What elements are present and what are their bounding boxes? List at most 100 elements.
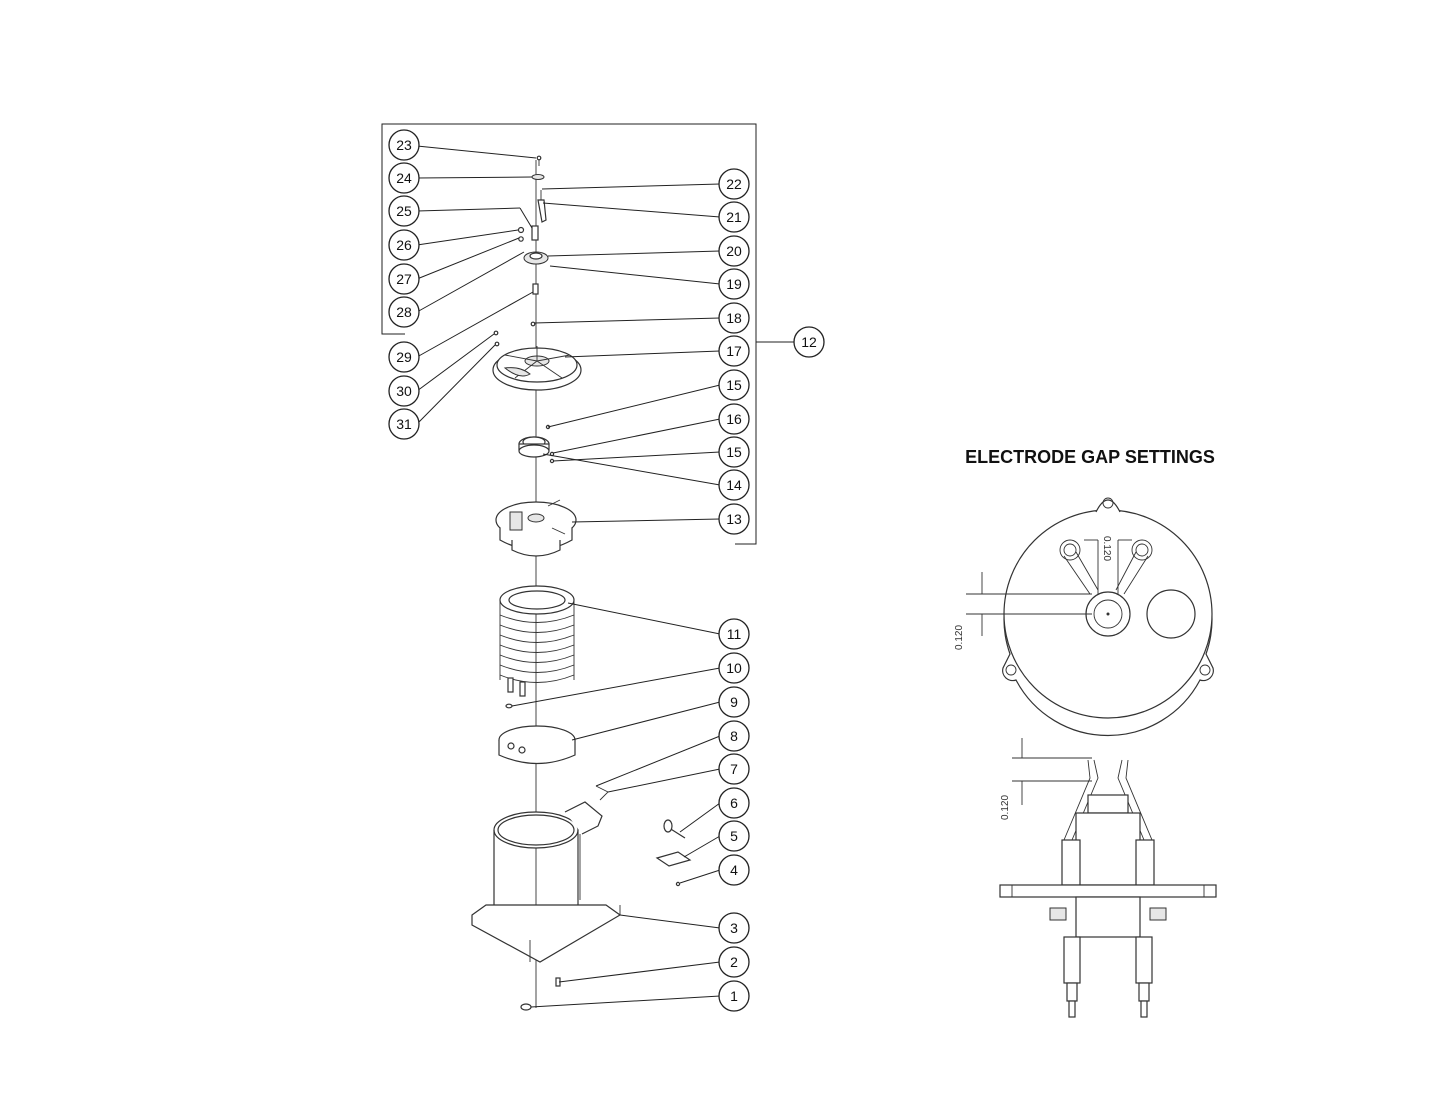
svg-text:3: 3	[730, 920, 738, 936]
callout-19: 19	[718, 268, 750, 300]
electrode-side-view: 0.120	[999, 738, 1217, 1018]
part-6-shaft	[663, 819, 686, 839]
callout-6: 6	[718, 787, 750, 819]
exploded-assembly	[471, 155, 692, 1011]
svg-text:29: 29	[396, 349, 412, 365]
electrode-gap-section: ELECTRODE GAP SETTINGS	[954, 447, 1217, 1018]
callout-12: 12	[793, 326, 825, 358]
svg-text:27: 27	[396, 271, 412, 287]
callout-4: 4	[718, 854, 750, 886]
svg-text:23: 23	[396, 137, 412, 153]
part-14-gasket	[518, 436, 550, 458]
callout-3: 3	[718, 912, 750, 944]
svg-text:10: 10	[726, 660, 742, 676]
group-12-bracket	[381, 123, 795, 545]
svg-text:15: 15	[726, 444, 742, 460]
part-30-screw	[493, 330, 499, 336]
callout-25: 25	[388, 195, 420, 227]
part-31-screw	[494, 341, 500, 347]
svg-text:31: 31	[396, 416, 412, 432]
electrode-title: ELECTRODE GAP SETTINGS	[965, 447, 1215, 467]
svg-text:17: 17	[726, 343, 742, 359]
part-29-fitting	[532, 283, 539, 295]
part-13-burner-head	[495, 499, 577, 557]
part-27-washer	[518, 236, 524, 242]
callout-11: 11	[718, 618, 750, 650]
part-26-washer	[517, 226, 525, 234]
part-5-plate	[655, 851, 692, 867]
callout-15b: 15	[718, 436, 750, 468]
part-18-screw	[530, 321, 536, 327]
svg-text:16: 16	[726, 411, 742, 427]
callout-27: 27	[388, 263, 420, 295]
callout-14: 14	[718, 469, 750, 501]
callout-26: 26	[388, 229, 420, 261]
electrode-top-view: 0.120 0.120	[954, 497, 1214, 737]
part-23-screw	[536, 155, 542, 166]
callout-30: 30	[388, 375, 420, 407]
svg-text:11: 11	[727, 626, 742, 642]
callout-8: 8	[718, 720, 750, 752]
callout-18: 18	[718, 302, 750, 334]
part-11-coil	[499, 585, 575, 697]
part-combustion-chamber	[493, 801, 603, 925]
callout-23: 23	[388, 129, 420, 161]
dim-top-label: 0.120	[1101, 536, 1112, 561]
svg-text:22: 22	[726, 176, 742, 192]
callout-7: 7	[718, 753, 750, 785]
part-3-base-frame	[471, 904, 622, 963]
callout-31: 31	[388, 408, 420, 440]
svg-text:24: 24	[396, 170, 412, 186]
svg-text:7: 7	[730, 761, 738, 777]
svg-text:21: 21	[726, 209, 742, 225]
callout-21: 21	[718, 201, 750, 233]
part-9-plate	[498, 725, 576, 764]
dim-side-label: 0.120	[1000, 795, 1011, 820]
svg-text:5: 5	[730, 828, 738, 844]
part-17-diffuser	[492, 346, 582, 391]
callout-29: 29	[388, 341, 420, 373]
callout-13: 13	[718, 503, 750, 535]
svg-text:20: 20	[726, 243, 742, 259]
part-1-nut	[520, 1003, 532, 1011]
svg-text:6: 6	[730, 795, 738, 811]
part-25-sleeve	[531, 225, 539, 241]
leader-lines	[416, 145, 721, 1008]
svg-text:8: 8	[730, 728, 738, 744]
svg-text:9: 9	[730, 694, 738, 710]
callout-20: 20	[718, 235, 750, 267]
svg-text:2: 2	[730, 954, 738, 970]
callout-5: 5	[718, 820, 750, 852]
svg-text:25: 25	[396, 203, 412, 219]
svg-text:14: 14	[726, 477, 742, 493]
callout-15a: 15	[718, 369, 750, 401]
svg-text:4: 4	[730, 862, 738, 878]
callout-1: 1	[718, 980, 750, 1012]
svg-text:13: 13	[726, 511, 742, 527]
callout-9: 9	[718, 686, 750, 718]
svg-text:18: 18	[726, 310, 742, 326]
svg-text:26: 26	[396, 237, 412, 253]
callouts-left: 23 24 25 26 27 28 29 30 31	[388, 129, 420, 440]
callout-24: 24	[388, 162, 420, 194]
svg-text:30: 30	[396, 383, 412, 399]
svg-text:12: 12	[801, 334, 817, 350]
callout-16: 16	[718, 403, 750, 435]
callout-17: 17	[718, 335, 750, 367]
svg-text:28: 28	[396, 304, 412, 320]
callout-22: 22	[718, 168, 750, 200]
part-20-flange	[523, 251, 549, 265]
part-21-22-electrode	[537, 190, 547, 223]
dim-left-label: 0.120	[954, 625, 965, 650]
svg-text:19: 19	[726, 276, 742, 292]
callout-10: 10	[718, 652, 750, 684]
callouts-right: 22 21 20 19 18 17 15 16 15 14 13 11 10 9…	[718, 168, 750, 1012]
callout-2: 2	[718, 946, 750, 978]
part-10-oring	[505, 703, 513, 709]
svg-text:1: 1	[730, 988, 738, 1004]
svg-text:15: 15	[726, 377, 742, 393]
callout-28: 28	[388, 296, 420, 328]
part-24-clip	[531, 174, 545, 180]
part-7-8-bracket	[595, 785, 609, 801]
